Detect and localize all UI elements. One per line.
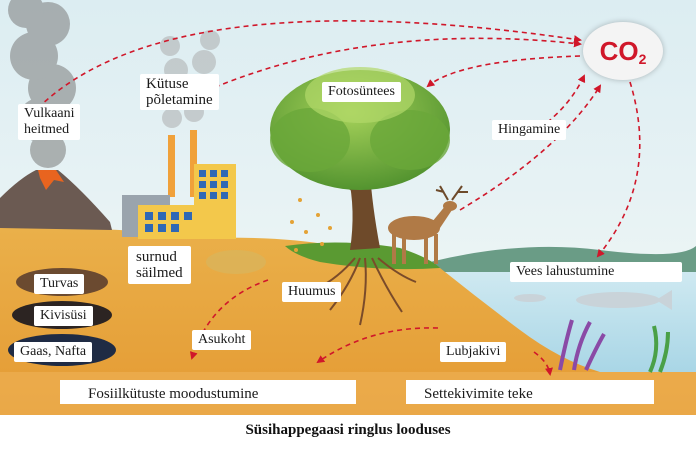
grass <box>285 242 440 270</box>
co2-subscript: 2 <box>638 51 647 67</box>
fish <box>514 290 672 310</box>
label-fuel: Kütuse põletamine <box>140 74 219 110</box>
volcano <box>0 170 112 230</box>
falling-leaves <box>290 198 332 252</box>
label-dissolving: Vees lahustumine <box>510 262 682 282</box>
label-volcano: Vulkaani heitmed <box>18 104 81 140</box>
flow-arrows <box>37 20 641 376</box>
arrow-limestone-fossil <box>316 327 439 364</box>
label-backgrounds <box>60 380 654 404</box>
lava <box>38 170 64 190</box>
label-humus: Huumus <box>282 282 342 302</box>
arrow-co2-water <box>596 81 641 258</box>
arrow-fuel-co2 <box>189 37 582 99</box>
coral <box>558 319 670 373</box>
label-coal: Kivisüsi <box>34 306 93 326</box>
label-photosynthesis: Fotosüntees <box>322 82 401 102</box>
label-respiration: Hingamine <box>492 120 567 140</box>
co2-main: CO <box>599 36 639 66</box>
deer <box>388 185 468 264</box>
arrow-co2-photosynthesis <box>426 55 581 88</box>
label-remains: surnud säilmed <box>128 246 191 284</box>
co2-bubble: CO2 <box>583 22 663 80</box>
remains-patch <box>206 250 266 274</box>
factory <box>122 130 236 239</box>
arrow-limestone-sediment <box>533 351 553 376</box>
label-sediment: Settekivimite teke <box>424 386 533 402</box>
label-location: Asukoht <box>192 330 252 350</box>
label-peat: Turvas <box>34 274 85 294</box>
label-gas-oil: Gaas, Nafta <box>14 342 93 362</box>
label-limestone: Lubjakivi <box>440 342 507 362</box>
diagram-caption: Süsihappegaasi ringlus looduses <box>245 422 451 438</box>
arrow-volcano-co2 <box>37 20 582 109</box>
label-fossil: Fosiilkütuste moodustumine <box>88 386 259 402</box>
